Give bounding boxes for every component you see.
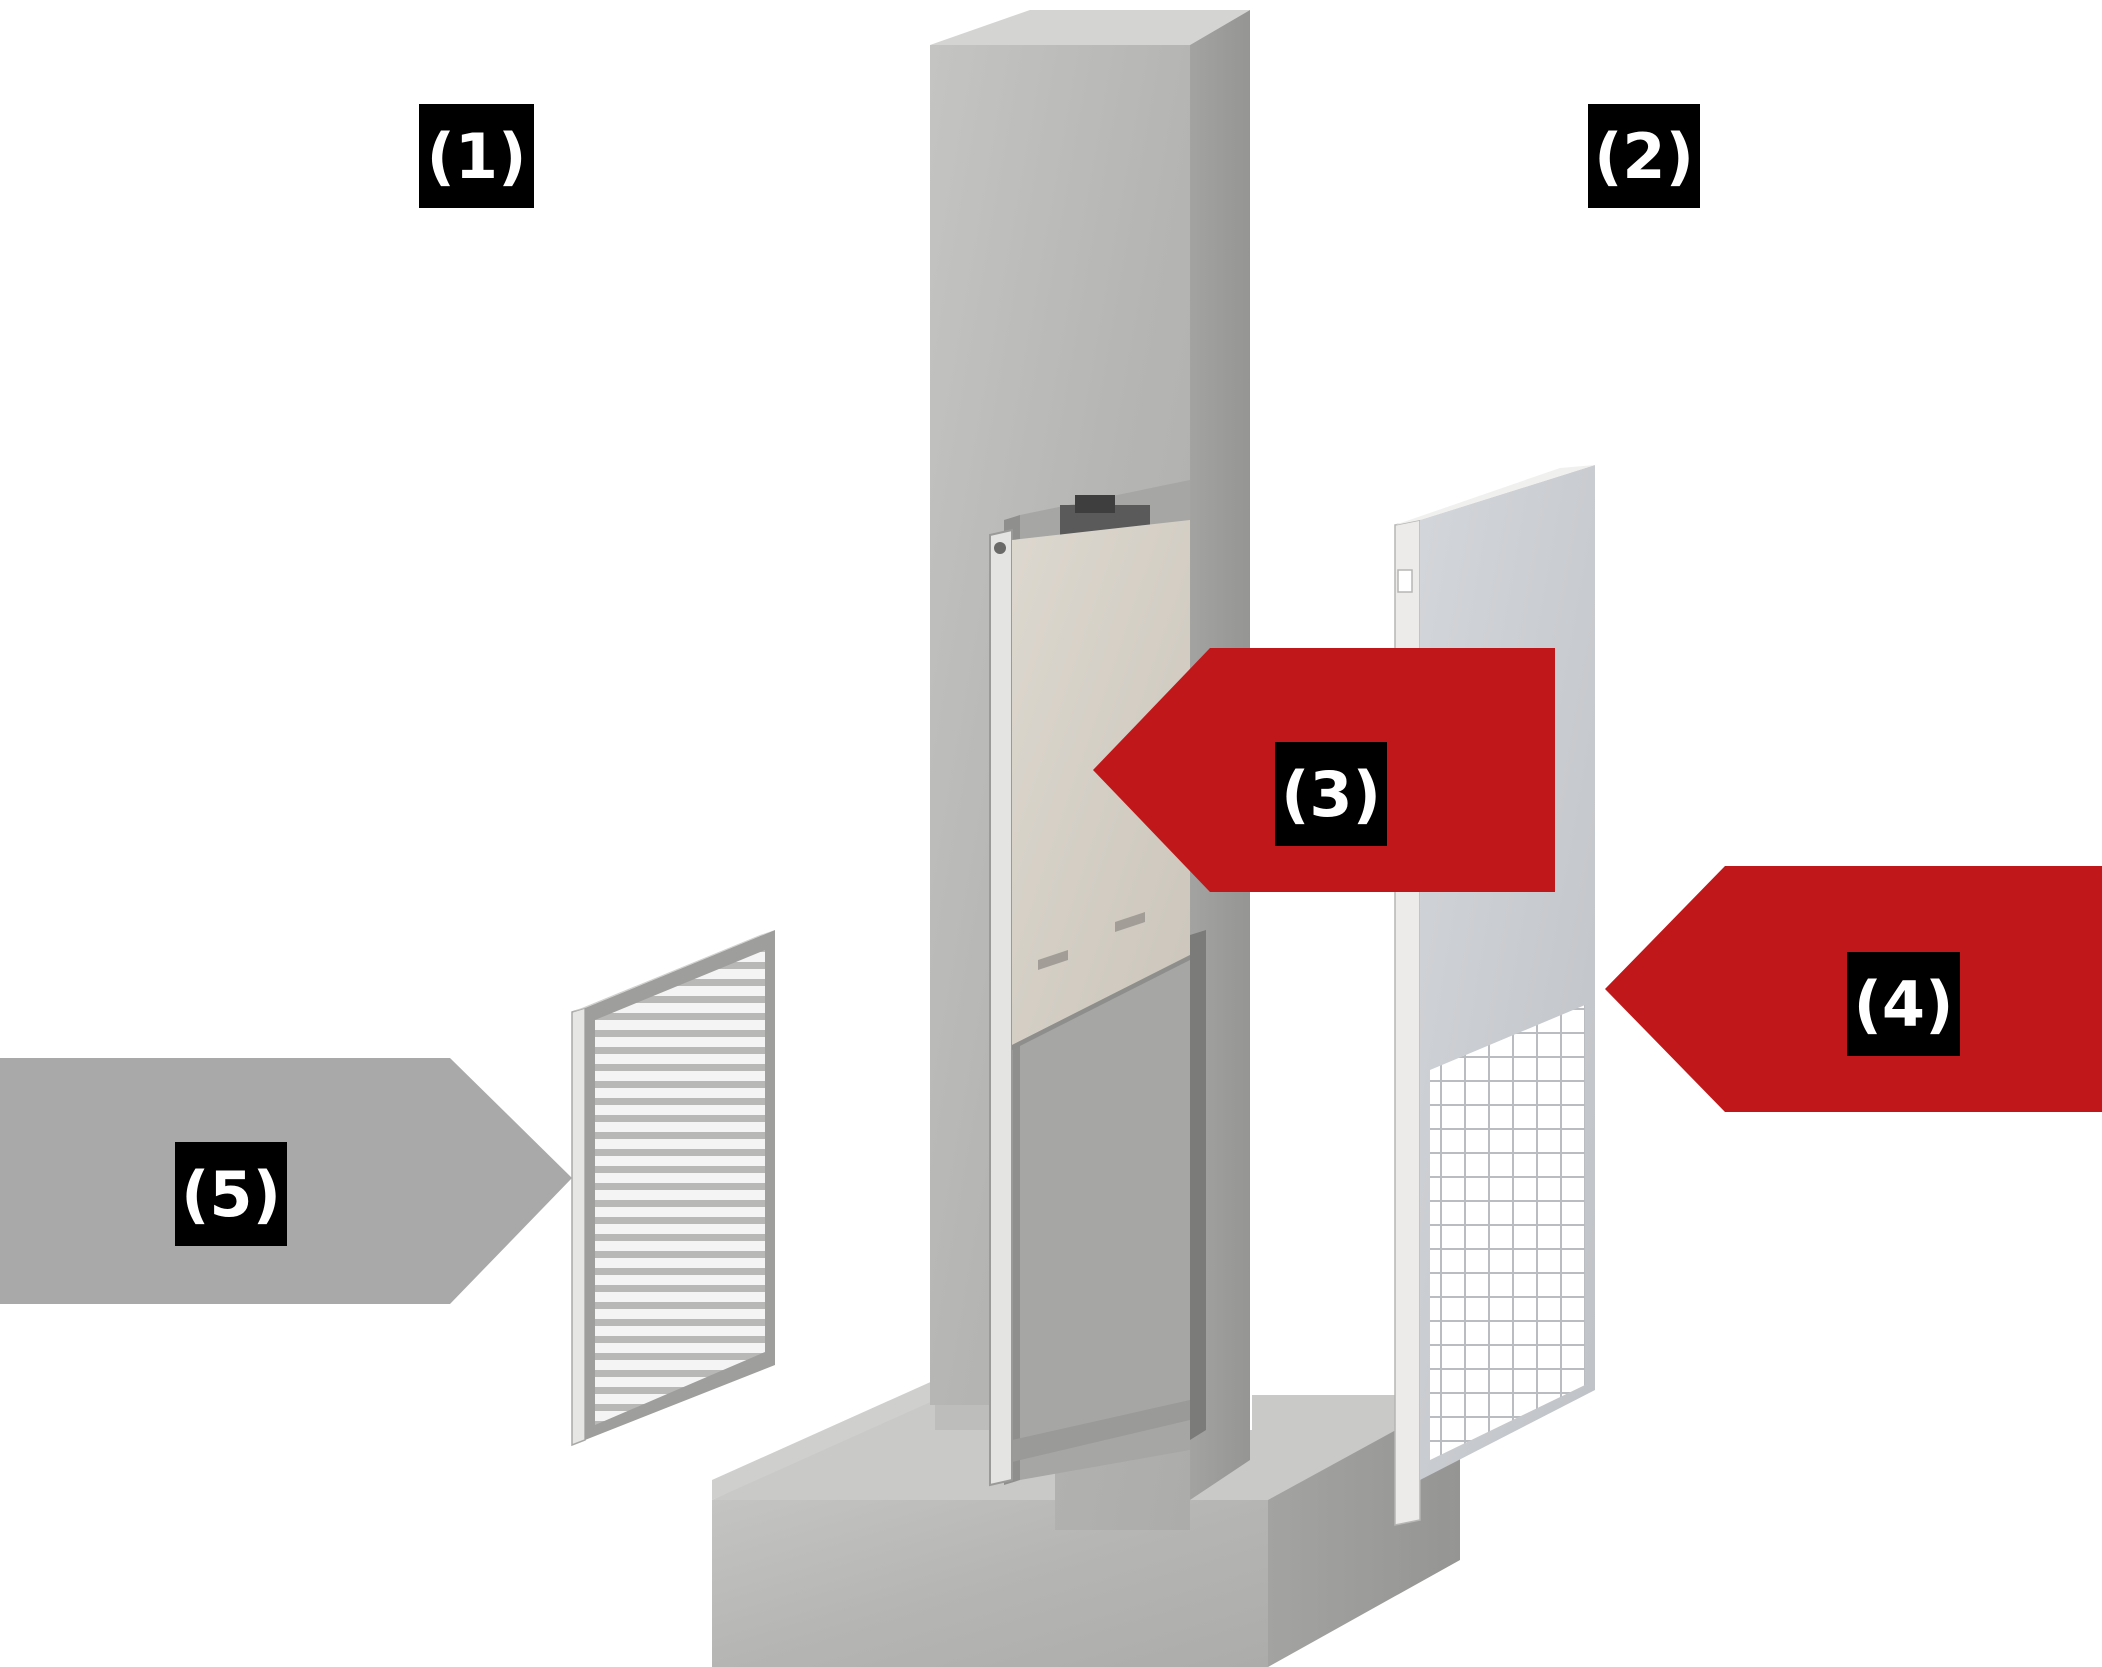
label-zone-1: (1) bbox=[419, 104, 534, 208]
label-item-4: (4) bbox=[1847, 952, 1960, 1056]
svg-text:(2): (2) bbox=[1594, 120, 1694, 193]
ventilation-grille-icon bbox=[571, 930, 775, 1447]
svg-text:(1): (1) bbox=[427, 120, 527, 193]
label-item-3: (3) bbox=[1275, 742, 1387, 846]
label-zone-2: (2) bbox=[1588, 104, 1700, 208]
svg-text:(4): (4) bbox=[1854, 968, 1954, 1041]
fire-damper-icon bbox=[989, 495, 1206, 1487]
cover-panel-icon bbox=[1394, 465, 1595, 1526]
svg-text:(3): (3) bbox=[1281, 758, 1381, 831]
svg-text:(5): (5) bbox=[181, 1158, 281, 1231]
label-item-5: (5) bbox=[175, 1142, 287, 1246]
